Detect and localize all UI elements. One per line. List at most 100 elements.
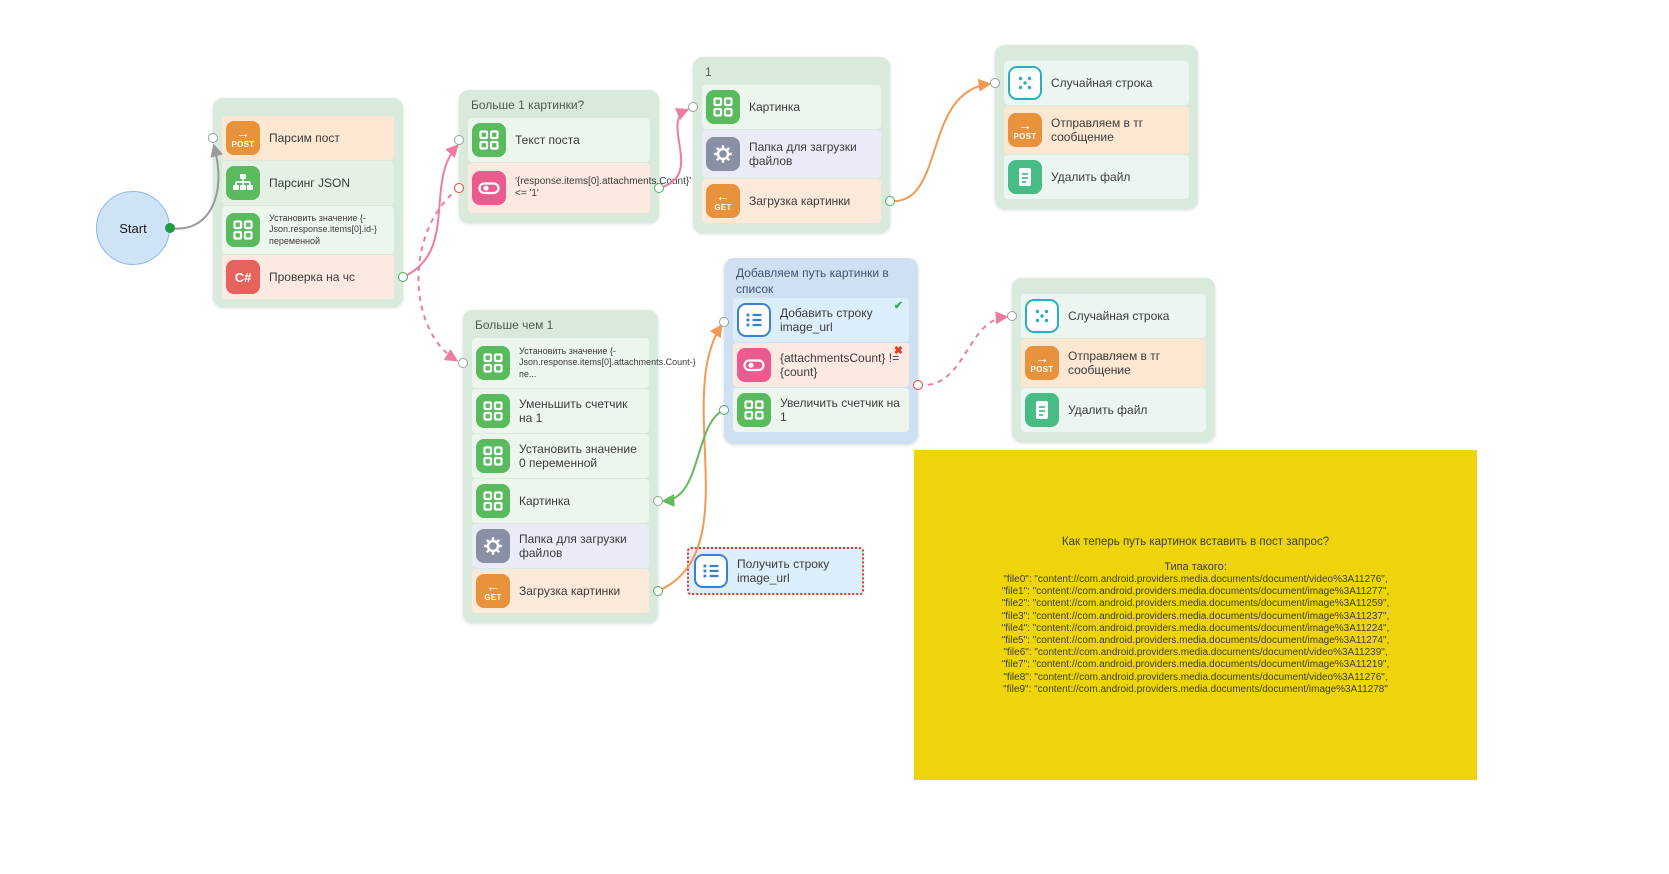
get-icon: ←GET xyxy=(706,184,740,218)
grid-icon xyxy=(476,346,510,380)
port-condition2-error-out[interactable] xyxy=(913,380,923,390)
step-send-tg-message[interactable]: →POST Отправляем в тг сообщение xyxy=(1021,339,1206,387)
port-check-blacklist-out[interactable] xyxy=(398,272,408,282)
step-random-string[interactable]: Случайная строка xyxy=(1004,61,1189,105)
step-picture[interactable]: Картинка xyxy=(702,85,881,129)
list-icon xyxy=(694,554,728,588)
port-set-attachments-in[interactable] xyxy=(458,358,468,368)
step-condition-counts[interactable]: {attachmentsCount} != {count} ✖ xyxy=(733,343,909,387)
group-more-than-1[interactable]: Больше чем 1 Установить значение {-Json.… xyxy=(463,310,696,623)
port-post-text-in[interactable] xyxy=(454,135,464,145)
step-label: Установить значение {-Json.response.item… xyxy=(519,346,696,379)
note-line: "file7": "content://com.android.provider… xyxy=(1001,659,1390,671)
toggle-icon xyxy=(472,171,506,205)
wire-increase-counter-to-picture xyxy=(661,409,725,507)
step-increase-counter[interactable]: Увеличить счетчик на 1 xyxy=(733,388,909,432)
grid-icon xyxy=(226,213,260,247)
dice-icon xyxy=(1008,66,1042,100)
port-random-string-in[interactable] xyxy=(990,78,1000,88)
start-output-port[interactable] xyxy=(165,223,175,233)
step-label: Уменьшить счетчик на 1 xyxy=(519,396,628,425)
step-label: Отправляем в тг сообщение xyxy=(1068,348,1161,377)
group-one[interactable]: 1 Картинка Папка для загрузки файлов ←GE… xyxy=(693,57,890,233)
grid-icon xyxy=(737,393,771,427)
port-increase-counter-out[interactable] xyxy=(719,405,729,415)
sitemap-icon xyxy=(226,166,260,200)
step-label: Парсинг JSON xyxy=(269,175,351,190)
step-set-value-id[interactable]: Установить значение {-Json.response.item… xyxy=(222,206,394,254)
step-label: Загрузка картинки xyxy=(749,193,851,208)
step-download-picture[interactable]: ←GET Загрузка картинки xyxy=(472,569,649,613)
gear-icon xyxy=(476,529,510,563)
note-title: Как теперь путь картинок вставить в пост… xyxy=(1061,536,1330,548)
step-label: Случайная строка xyxy=(1051,75,1153,90)
start-node[interactable]: Start xyxy=(96,191,170,265)
port-condition-success-out[interactable] xyxy=(654,183,664,193)
step-label: Папка для загрузки файлов xyxy=(749,139,857,168)
sticky-note[interactable]: Как теперь путь картинок вставить в пост… xyxy=(914,450,1477,780)
step-label: {attachmentsCount} != {count} xyxy=(780,350,900,379)
port-picture-loop-in[interactable] xyxy=(653,496,663,506)
step-check-blacklist[interactable]: C# Проверка на чс xyxy=(222,255,394,299)
toggle-icon xyxy=(737,348,771,382)
step-label: Текст поста xyxy=(515,132,580,147)
step-label: Установить значение {-Json.response.item… xyxy=(269,213,378,246)
note-line: "file1": "content://com.android.provider… xyxy=(1001,586,1390,598)
step-label: Загрузка картинки xyxy=(519,583,621,598)
start-label: Start xyxy=(119,220,147,236)
csharp-icon: C# xyxy=(226,260,260,294)
group-title: Больше 1 картинки? xyxy=(471,98,585,112)
group-more-than-1-question[interactable]: Больше 1 картинки? Текст поста '{respons… xyxy=(459,90,691,223)
success-mark-icon: ✔ xyxy=(893,300,903,312)
step-send-tg-message[interactable]: →POST Отправляем в тг сообщение xyxy=(1004,106,1189,154)
step-download-folder[interactable]: Папка для загрузки файлов xyxy=(472,524,649,568)
step-set-zero[interactable]: Установить значение 0 переменной xyxy=(472,434,649,478)
wire-start-to-parse-post xyxy=(169,143,224,230)
port-condition-error-out[interactable] xyxy=(454,183,464,193)
step-delete-file[interactable]: Удалить файл xyxy=(1004,155,1189,199)
port-random-string2-in[interactable] xyxy=(1007,311,1017,321)
grid-icon xyxy=(706,90,740,124)
note-line: "file8": "content://com.android.provider… xyxy=(1003,671,1388,683)
step-add-string-image-url[interactable]: Добавить строку image_url ✔ xyxy=(733,298,909,342)
note-line: "file0": "content://com.android.provider… xyxy=(1003,574,1388,585)
group-title: Больше чем 1 xyxy=(475,318,554,332)
error-mark-icon: ✖ xyxy=(893,345,903,357)
port-download-picture-out[interactable] xyxy=(885,196,895,206)
step-parse-json[interactable]: Парсинг JSON xyxy=(222,161,394,205)
port-download-picture2-out[interactable] xyxy=(653,586,663,596)
note-line: "file4": "content://com.android.provider… xyxy=(1001,622,1390,634)
step-post-text[interactable]: Текст поста xyxy=(468,118,650,162)
grid-icon xyxy=(476,439,510,473)
step-decrease-counter[interactable]: Уменьшить счетчик на 1 xyxy=(472,389,649,433)
group-main[interactable]: →POST Парсим пост Парсинг JSON Установит… xyxy=(213,98,403,307)
list-icon xyxy=(737,303,771,337)
wire-condition-error-to-send-mid xyxy=(917,311,1009,387)
node-get-string-image-url[interactable]: Получить строку image_url xyxy=(687,547,864,595)
step-label: Картинка xyxy=(749,99,801,114)
group-send-mid[interactable]: Случайная строка →POST Отправляем в тг с… xyxy=(1012,278,1215,442)
port-parse-post-in[interactable] xyxy=(208,133,218,143)
port-add-string-in[interactable] xyxy=(719,317,729,327)
get-icon: ←GET xyxy=(476,574,510,608)
group-add-image-path[interactable]: Добавляем путь картинки в список Добавит… xyxy=(724,258,918,444)
step-parse-post[interactable]: →POST Парсим пост xyxy=(222,116,394,160)
step-label: Увеличить счетчик на 1 xyxy=(780,395,900,424)
wire-check-to-post-text xyxy=(402,144,459,278)
note-line: "file6": "content://com.android.provider… xyxy=(1003,647,1388,659)
step-condition-attachments[interactable]: '{response.items[0].attachments.Count}' … xyxy=(468,163,691,213)
step-set-attachments-count[interactable]: Установить значение {-Json.response.item… xyxy=(472,338,696,388)
step-delete-file[interactable]: Удалить файл xyxy=(1021,388,1206,432)
port-picture-in[interactable] xyxy=(688,102,698,112)
step-label: Случайная строка xyxy=(1068,308,1170,323)
step-picture[interactable]: Картинка xyxy=(472,479,649,523)
group-send-top[interactable]: Случайная строка →POST Отправляем в тг с… xyxy=(995,45,1198,209)
step-download-folder[interactable]: Папка для загрузки файлов xyxy=(702,130,881,178)
note-line: "file3": "content://com.android.provider… xyxy=(1001,610,1390,622)
step-random-string[interactable]: Случайная строка xyxy=(1021,294,1206,338)
step-download-picture[interactable]: ←GET Загрузка картинки xyxy=(702,179,881,223)
document-icon xyxy=(1008,160,1042,194)
post-icon: →POST xyxy=(226,121,260,155)
step-label: Удалить файл xyxy=(1068,402,1148,417)
